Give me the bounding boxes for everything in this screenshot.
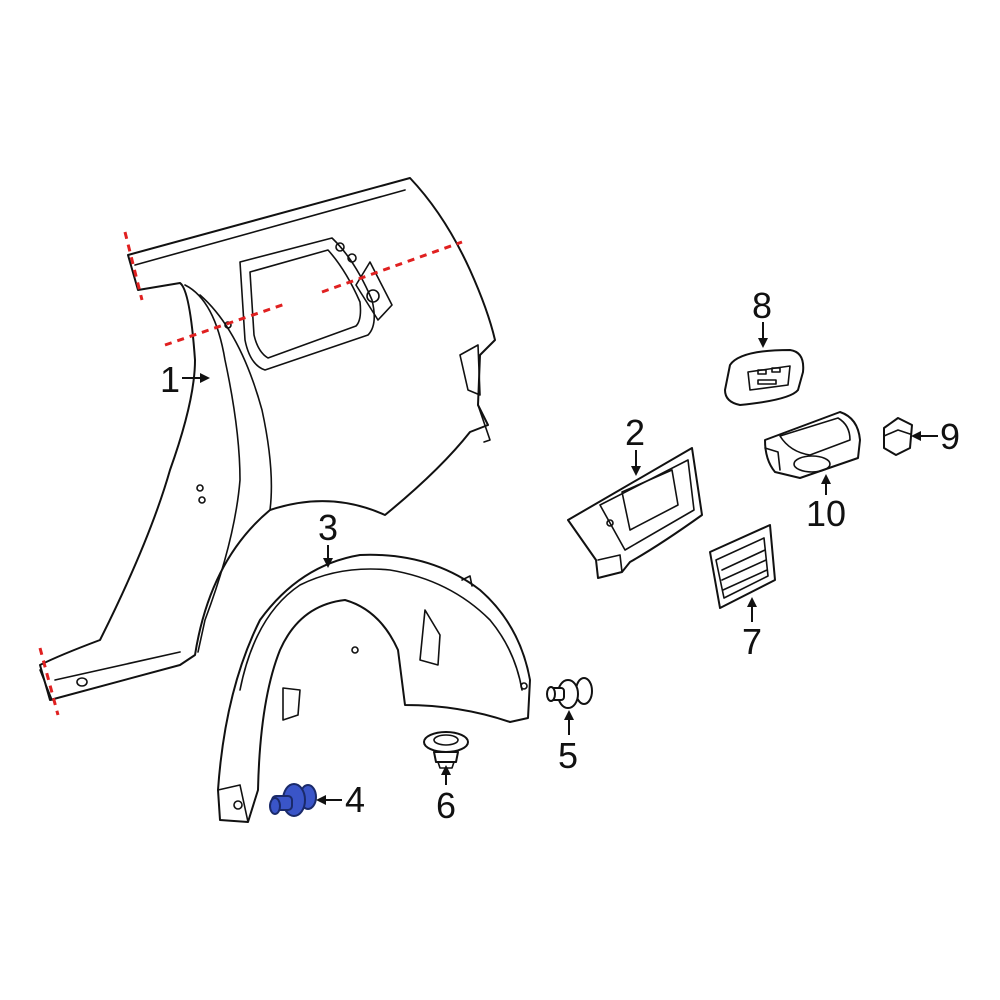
cut-lines: [38, 231, 463, 716]
push-nut-part[interactable]: [423, 731, 469, 769]
push-clip-part[interactable]: [546, 677, 593, 709]
quarter-panel-part[interactable]: [39, 177, 496, 701]
fuel-door-part[interactable]: [724, 349, 805, 406]
cut-line-bottom: [38, 647, 60, 716]
fuel-pocket-part[interactable]: [764, 411, 861, 479]
bracket-part[interactable]: [883, 417, 913, 456]
vent-grille-part[interactable]: [709, 524, 776, 609]
callout-10: 10: [806, 493, 846, 534]
callout-1: 1: [160, 359, 180, 400]
callout-7: 7: [742, 621, 762, 662]
callout-8: 8: [752, 285, 772, 326]
bolt-part-highlighted[interactable]: [269, 783, 317, 817]
callout-6: 6: [436, 785, 456, 826]
cut-line-top: [123, 231, 144, 301]
callout-2: 2: [625, 412, 645, 453]
fuel-housing-panel-part[interactable]: [567, 447, 703, 579]
cut-line-mid-right: [321, 240, 463, 294]
cut-line-mid-left: [164, 301, 289, 347]
callout-4: 4: [345, 779, 365, 820]
bolt-tip: [269, 797, 281, 815]
callout-3: 3: [318, 507, 338, 548]
callout-9: 9: [940, 416, 960, 457]
callout-5: 5: [558, 735, 578, 776]
callout-leaders: [182, 322, 938, 805]
wheelhouse-liner-part[interactable]: [217, 553, 531, 823]
callout-numbers: 1 2 3 4 5 6 7 8 9 10: [160, 285, 960, 826]
